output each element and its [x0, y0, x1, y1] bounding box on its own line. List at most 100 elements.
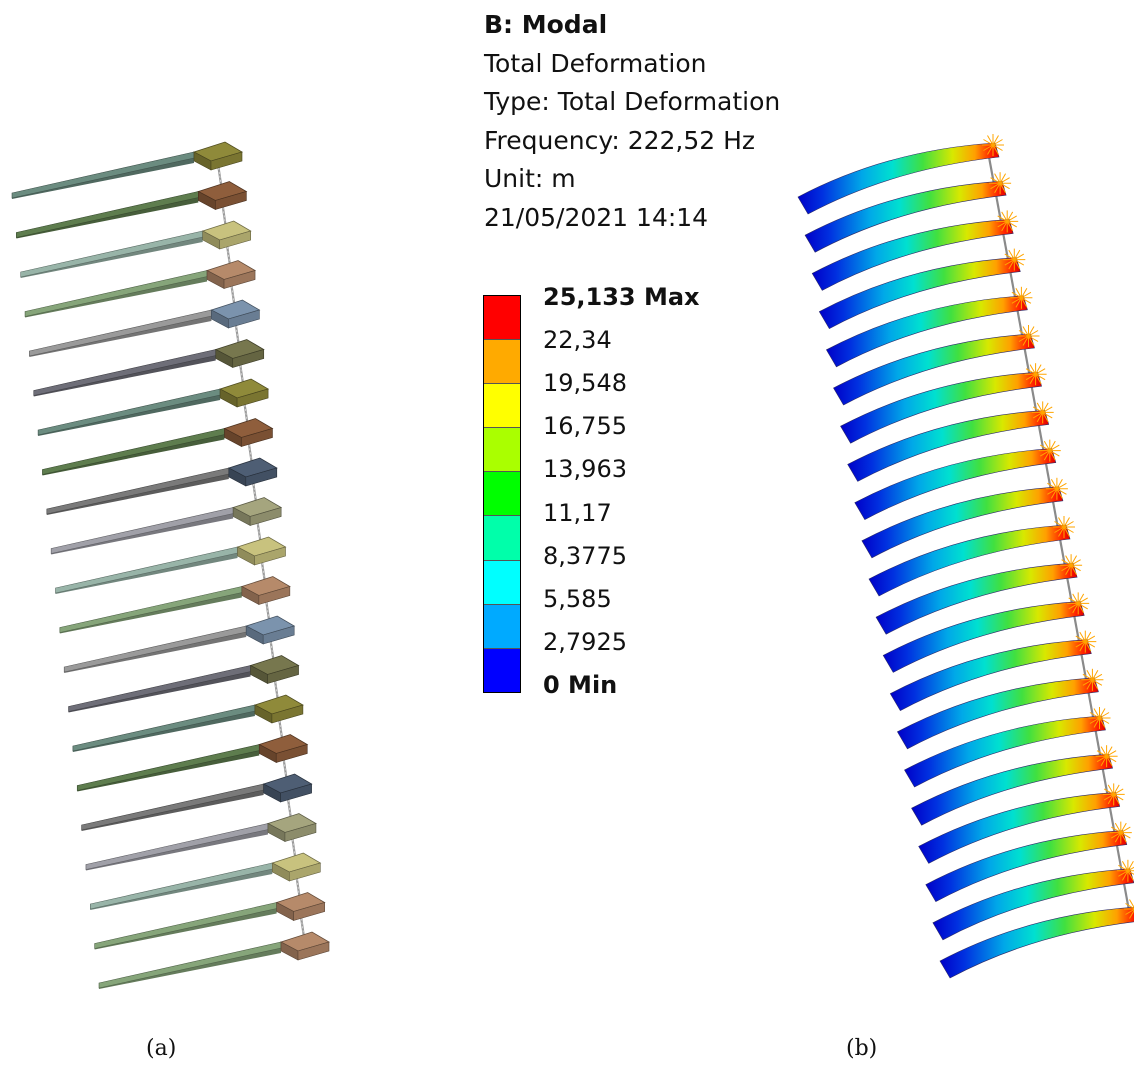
legend-label: 11,17: [543, 498, 612, 527]
spring: [230, 282, 236, 310]
spring: [226, 242, 232, 271]
tip-mass-side: [241, 428, 273, 447]
legend-label: 2,7925: [543, 627, 627, 656]
support-marker: [1111, 826, 1131, 839]
legend-label: 5,585: [543, 584, 612, 613]
support-marker: [1129, 899, 1134, 909]
tip-mass-side: [228, 309, 260, 329]
deformed-beam: [854, 448, 1057, 521]
support-marker: [1129, 909, 1134, 919]
support-marker: [1096, 750, 1117, 763]
tip-mass-side: [245, 467, 278, 487]
result-info: B: Modal Total Deformation Type: Total D…: [484, 6, 780, 237]
support-marker: [1011, 291, 1032, 304]
tip-mass-side: [219, 230, 251, 250]
support-marker: [1061, 559, 1081, 572]
result-frequency: Frequency: 222,52 Hz: [484, 125, 756, 155]
beam-plate: [55, 546, 238, 594]
beam-plate: [46, 467, 230, 515]
beam-plate: [50, 507, 234, 554]
tip-mass-side: [215, 191, 247, 210]
spring: [252, 479, 258, 508]
tip-mass-side: [249, 507, 282, 526]
tip-mass-side: [258, 586, 291, 605]
beam-plate: [33, 349, 217, 396]
tip-mass-side: [271, 704, 304, 724]
tip-mass-side: [254, 546, 286, 566]
support-marker: [1018, 330, 1039, 342]
tip-mass-side: [223, 270, 256, 289]
support-marker: [1125, 903, 1134, 909]
spring: [265, 598, 271, 626]
tip-mass-side: [297, 941, 330, 961]
spring: [278, 716, 284, 745]
support-marker: [1125, 909, 1134, 915]
support-marker: [1040, 444, 1060, 457]
beam-plate: [37, 388, 221, 436]
tip-mass-side: [275, 744, 308, 763]
legend-color-bar: [483, 295, 521, 693]
legend-band: [484, 339, 520, 384]
spring: [235, 321, 240, 350]
beam-plate: [94, 902, 277, 949]
support-marker: [1089, 712, 1110, 724]
beam-plate: [29, 309, 212, 357]
beam-plate: [72, 704, 256, 752]
support-marker: [983, 139, 1003, 151]
tip-mass-side: [267, 665, 299, 684]
legend-band: [484, 383, 520, 428]
legend-band: [484, 471, 520, 516]
deformed-beam: [840, 371, 1042, 444]
legend-label: 22,34: [543, 326, 612, 355]
spring: [269, 637, 275, 666]
support-marker: [1068, 597, 1088, 610]
caption-right: (b): [846, 1036, 878, 1061]
deformed-beam: [818, 257, 1021, 330]
spring: [239, 361, 245, 389]
spring: [248, 440, 253, 468]
deformed-beam: [833, 333, 1035, 406]
tip-mass-side: [236, 388, 269, 408]
tip-mass-side: [288, 862, 321, 882]
support-marker: [1047, 482, 1067, 495]
analysis-title: B: Modal: [484, 10, 608, 39]
result-name: Total Deformation: [484, 48, 707, 78]
beam-plate: [11, 151, 195, 199]
legend-band: [484, 647, 520, 692]
legend-label: 0 Min: [543, 670, 618, 699]
deformed-beam: [904, 715, 1106, 788]
support-marker: [1004, 253, 1025, 266]
legend-band: [484, 559, 520, 604]
tip-mass-side: [284, 823, 317, 842]
legend-band: [484, 427, 520, 472]
deformed-beam: [811, 219, 1014, 291]
support-marker: [1025, 368, 1046, 381]
spring: [256, 519, 262, 547]
deformed-beam: [847, 410, 1050, 482]
undeformed-model-view: [11, 141, 331, 989]
legend-label: 25,133 Max: [543, 283, 700, 311]
legend-label: 19,548: [543, 369, 627, 398]
spring: [287, 795, 292, 824]
beam-plate: [81, 783, 264, 831]
result-unit: Unit: m: [484, 164, 576, 193]
deformed-beam: [868, 524, 1071, 597]
legend-label: 8,3775: [543, 541, 627, 570]
spring: [291, 835, 297, 863]
deformed-beam: [797, 142, 1000, 215]
support-marker: [990, 177, 1010, 190]
deformed-beam: [918, 792, 1121, 864]
spring: [300, 914, 306, 942]
beam-plate: [16, 191, 199, 238]
deformed-model-view: [797, 134, 1134, 979]
support-marker: [1118, 866, 1134, 877]
deformed-beam: [861, 486, 1064, 559]
tip-mass-side: [232, 349, 265, 368]
support-marker: [1082, 673, 1103, 686]
beam-plate: [68, 665, 251, 712]
spring: [243, 400, 249, 429]
beam-plate: [42, 428, 225, 475]
support-marker: [1103, 788, 1124, 801]
deformed-beam: [911, 753, 1113, 826]
